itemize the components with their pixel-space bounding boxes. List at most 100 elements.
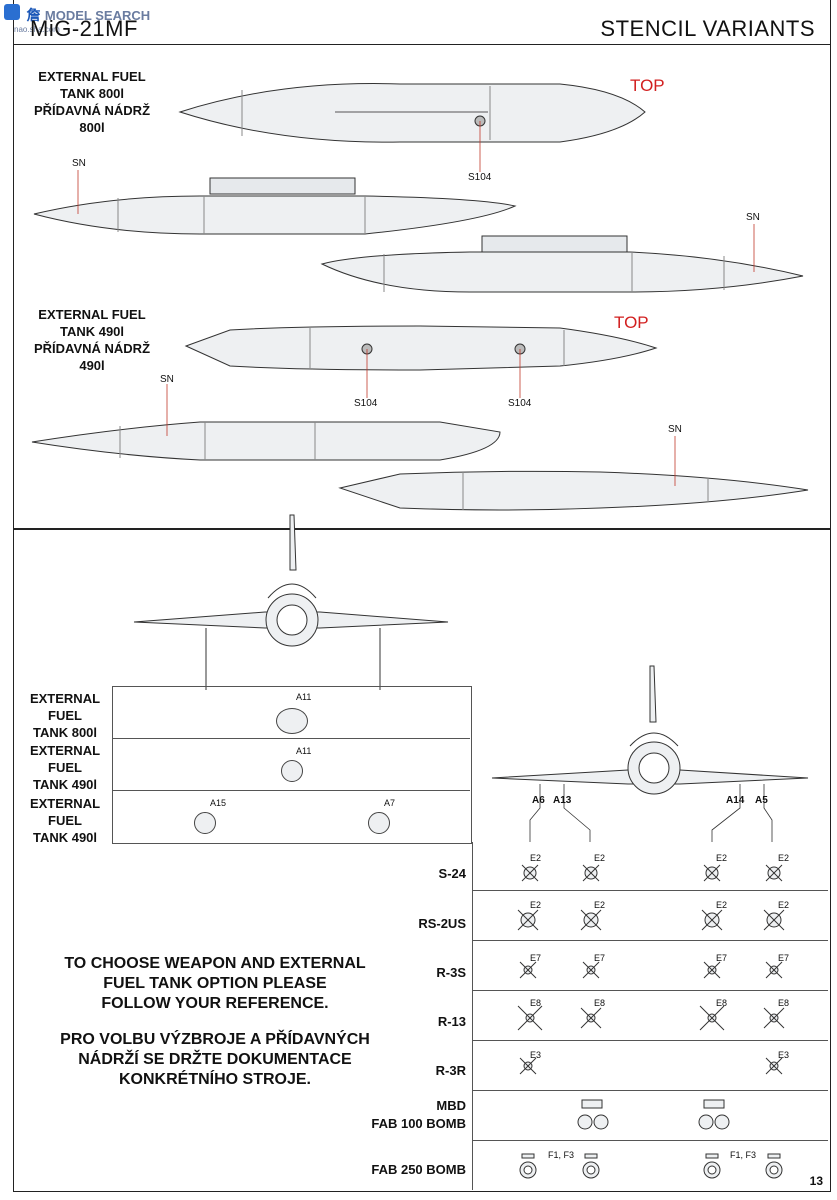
sn-label-4: SN [668, 424, 682, 435]
s24-marker-2: E2 [594, 853, 606, 863]
tank-490-side-view-2 [338, 470, 809, 511]
r13-icon [580, 1007, 602, 1029]
r3r-marker-2: E3 [778, 1050, 790, 1060]
weapons-table [472, 842, 829, 1190]
mbd-icon [698, 1099, 730, 1130]
watermark: 詹 MODEL SEARCH nao.sha.com [4, 4, 150, 36]
r3s-marker-4: E7 [778, 953, 790, 963]
weapon-r3r-label: R-3R [435, 1063, 466, 1078]
pylon-row-2-shape [281, 760, 303, 782]
weapon-fab100-label: FAB 100 BOMB [371, 1116, 466, 1131]
watermark-text: MODEL SEARCH [44, 8, 151, 23]
tank-490-label: EXTERNAL FUEL TANK 490l PŘÍDAVNÁ NÁDRŽ 4… [33, 307, 151, 373]
s24-marker-1: E2 [530, 853, 542, 863]
r3r-marker-1: E3 [530, 1050, 542, 1060]
watermark-logo-icon [4, 4, 20, 20]
pylon-row-1-shape [276, 708, 308, 734]
header-rule [13, 0, 831, 45]
rs2us-marker-4: E2 [778, 900, 790, 910]
rs2us-icon [763, 909, 785, 931]
pylon-row-3-shape-a [194, 812, 216, 834]
weapon-r13-label: R-13 [437, 1014, 466, 1029]
weapons-divider-3 [472, 990, 828, 991]
pylon-divider-2 [112, 790, 470, 791]
sn-label-3: SN [160, 374, 174, 385]
weapons-divider-2 [472, 940, 828, 941]
s24-icon [582, 864, 600, 882]
r3r-icon [519, 1057, 537, 1075]
aircraft-front-view-1 [289, 514, 297, 571]
s24-marker-3: E2 [716, 853, 728, 863]
tank-490-side-view-1 [31, 421, 501, 461]
station-a14: A14 [726, 795, 745, 806]
page-number: 13 [809, 1174, 823, 1188]
s104-label-490-a: S104 [354, 398, 378, 409]
weapons-divider-4 [472, 1040, 828, 1041]
fab250-icon [519, 1153, 537, 1179]
pylon-row-1-marker: A11 [296, 692, 312, 702]
fab250-marker-1: F1, F3 [548, 1150, 575, 1160]
weapon-s24-label: S-24 [438, 866, 466, 881]
top-label-800: TOP [630, 76, 665, 95]
mbd-icon [577, 1099, 609, 1130]
instructions-cz: PRO VOLBU VÝZBROJE A PŘÍDAVNÝCH NÁDRŽÍ S… [60, 1031, 370, 1088]
s24-marker-4: E2 [778, 853, 790, 863]
s24-icon [765, 864, 783, 882]
rs2us-marker-1: E2 [530, 900, 542, 910]
pylon-divider-1 [112, 738, 470, 739]
weapon-fab250-label: FAB 250 BOMB [371, 1162, 466, 1177]
r3s-icon [519, 961, 537, 979]
fab250-icon [582, 1153, 600, 1179]
fab250-marker-2: F1, F3 [730, 1150, 757, 1160]
rs2us-icon [580, 909, 602, 931]
watermark-cn: 詹 [26, 7, 41, 23]
tank-drawings [31, 83, 809, 511]
pylon-row-3-shape-b [368, 812, 390, 834]
r13-icon [517, 1005, 543, 1031]
station-a5: A5 [755, 795, 768, 806]
r13-icon [763, 1007, 785, 1029]
r3s-icon [703, 961, 721, 979]
r3s-marker-2: E7 [594, 953, 606, 963]
s24-icon [703, 864, 721, 882]
s104-label-490-b: S104 [508, 398, 532, 409]
weapon-rs2us-label: RS-2US [418, 916, 466, 931]
fab250-icon [765, 1153, 783, 1179]
rs2us-icon [701, 909, 723, 931]
tank-800-side-view-1 [33, 195, 517, 235]
r13-icon [699, 1005, 725, 1031]
pylon-row-2-marker: A11 [296, 746, 312, 756]
tank-800-label: EXTERNAL FUEL TANK 800l PŘÍDAVNÁ NÁDRŽ 8… [33, 69, 151, 135]
r13-marker-3: E8 [716, 998, 728, 1008]
r13-marker-1: E8 [530, 998, 542, 1008]
instructions-en: TO CHOOSE WEAPON AND EXTERNAL FUEL TANK … [64, 955, 366, 1012]
pylon-row-3-marker-a: A15 [210, 798, 227, 808]
fab250-icon [703, 1153, 721, 1179]
model-title: MiG-21MF [30, 16, 138, 41]
r3s-marker-3: E7 [716, 953, 728, 963]
page-title: STENCIL VARIANTS [600, 16, 815, 41]
watermark-url: nao.sha.com [14, 25, 60, 34]
rs2us-icon [517, 909, 539, 931]
weapon-r3s-label: R-3S [436, 965, 466, 980]
tank-800-top-view [178, 83, 646, 143]
rs2us-marker-3: E2 [716, 900, 728, 910]
s24-icon [521, 864, 539, 882]
sn-label-2: SN [746, 212, 760, 223]
r3s-icon [582, 961, 600, 979]
sn-label-1: SN [72, 158, 86, 169]
weapons-divider-5 [472, 1090, 828, 1091]
r13-marker-2: E8 [594, 998, 606, 1008]
s104-label-800: S104 [468, 172, 492, 183]
page-frame-bottom [13, 528, 831, 1192]
r13-marker-4: E8 [778, 998, 790, 1008]
weapons-divider-1 [472, 890, 828, 891]
pylon-table [112, 686, 472, 844]
r3s-marker-1: E7 [530, 953, 542, 963]
tank-490-top-view [184, 325, 658, 371]
